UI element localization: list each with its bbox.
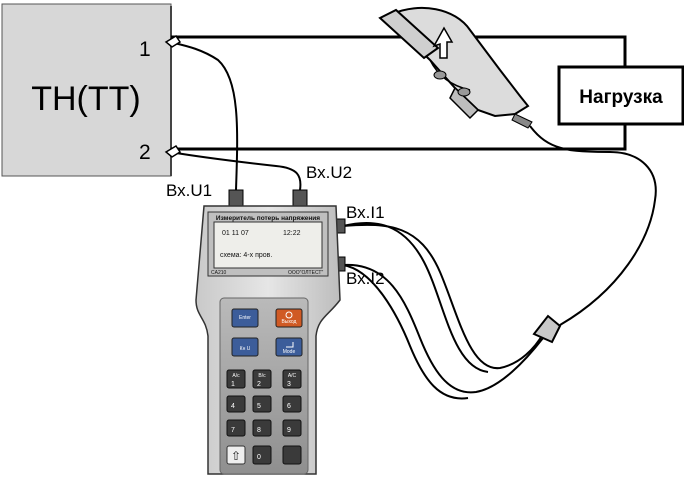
kn-button[interactable]: Кн U	[231, 337, 259, 357]
svg-text:B/c: B/c	[258, 373, 266, 379]
u2-connector	[292, 189, 308, 207]
screen-title: Измеритель потерь напряжения	[216, 215, 320, 222]
input-i1-label: Вх.I1	[346, 203, 385, 222]
key-1[interactable]: A/c 1	[226, 369, 246, 389]
screen-scheme: схема: 4-х пров.	[220, 252, 272, 259]
transformer-label: ТН(ТТ)	[31, 80, 141, 118]
u1-connector	[228, 189, 244, 207]
key-0[interactable]: 0	[252, 445, 272, 465]
current-clamp	[378, 7, 533, 129]
enter-button[interactable]: Enter	[231, 308, 259, 328]
svg-text:A/c: A/c	[232, 373, 240, 379]
svg-text:9: 9	[287, 427, 291, 434]
clamp-cable	[529, 125, 657, 326]
lower-line-wire	[171, 116, 627, 151]
key-7[interactable]: 7	[226, 419, 246, 437]
shift-arrow-icon: ⇧	[231, 449, 241, 463]
key-3[interactable]: A/C 3	[282, 369, 302, 389]
svg-text:6: 6	[287, 403, 291, 410]
i2-lead	[342, 263, 544, 394]
clamp-arrow-icon	[432, 26, 454, 59]
upper-line-wire	[171, 35, 627, 72]
input-u1-label: Вх.U1	[166, 181, 212, 200]
key-5[interactable]: 5	[252, 395, 272, 413]
key-6[interactable]: 6	[282, 395, 302, 413]
screen-date: 01 11 07	[222, 230, 249, 237]
output-button[interactable]: Выход	[275, 308, 303, 328]
device-maker: ООО"ОЛТЕСТ"	[288, 270, 323, 276]
svg-text:A/C: A/C	[288, 373, 297, 379]
svg-text:0: 0	[257, 454, 261, 461]
svg-text:5: 5	[257, 403, 261, 410]
load-label: Нагрузка	[579, 87, 663, 108]
svg-text:7: 7	[231, 427, 235, 434]
i1-lead	[342, 223, 544, 370]
power-icon	[285, 311, 293, 319]
i1-lead-b	[342, 221, 489, 373]
extra-function-button[interactable]	[282, 445, 302, 465]
transformer-block: ТН(ТТ) 1 2	[1, 3, 172, 177]
key-9[interactable]: 9	[282, 419, 302, 437]
u1-lead	[169, 41, 239, 191]
terminal-2-label: 2	[139, 141, 151, 164]
input-i2-label: Вх.I2	[346, 269, 385, 288]
current-leads	[342, 125, 657, 400]
i2-lead-b	[342, 264, 469, 400]
device-model: CA210	[211, 270, 227, 276]
load-block: Нагрузка	[557, 65, 684, 126]
return-arrow-icon	[286, 342, 294, 348]
device-screen	[213, 221, 323, 269]
svg-text:4: 4	[231, 403, 235, 410]
svg-text:Mode: Mode	[283, 349, 296, 355]
screen-time: 12:22	[283, 230, 301, 237]
key-4[interactable]: 4	[226, 395, 246, 413]
u2-lead	[169, 151, 302, 191]
svg-text:Выход: Выход	[282, 319, 297, 325]
key-2[interactable]: B/c 2	[252, 369, 272, 389]
svg-text:3: 3	[287, 381, 291, 388]
svg-text:Enter: Enter	[239, 315, 251, 321]
input-u2-label: Вх.U2	[306, 163, 352, 182]
shift-button[interactable]: ⇧	[226, 445, 246, 465]
mode-button[interactable]: Mode	[275, 337, 303, 357]
svg-text:Кн U: Кн U	[240, 346, 251, 352]
voltage-leads	[164, 34, 302, 191]
svg-text:8: 8	[257, 427, 261, 434]
line-wires	[171, 35, 627, 151]
svg-text:2: 2	[257, 381, 261, 388]
device-keypad: Enter Выход Кн U Mode A/c 1 B/c 2	[226, 308, 303, 465]
lead-splitter	[532, 314, 562, 344]
terminal-1-label: 1	[139, 38, 151, 61]
svg-text:1: 1	[231, 381, 235, 388]
key-8[interactable]: 8	[252, 419, 272, 437]
